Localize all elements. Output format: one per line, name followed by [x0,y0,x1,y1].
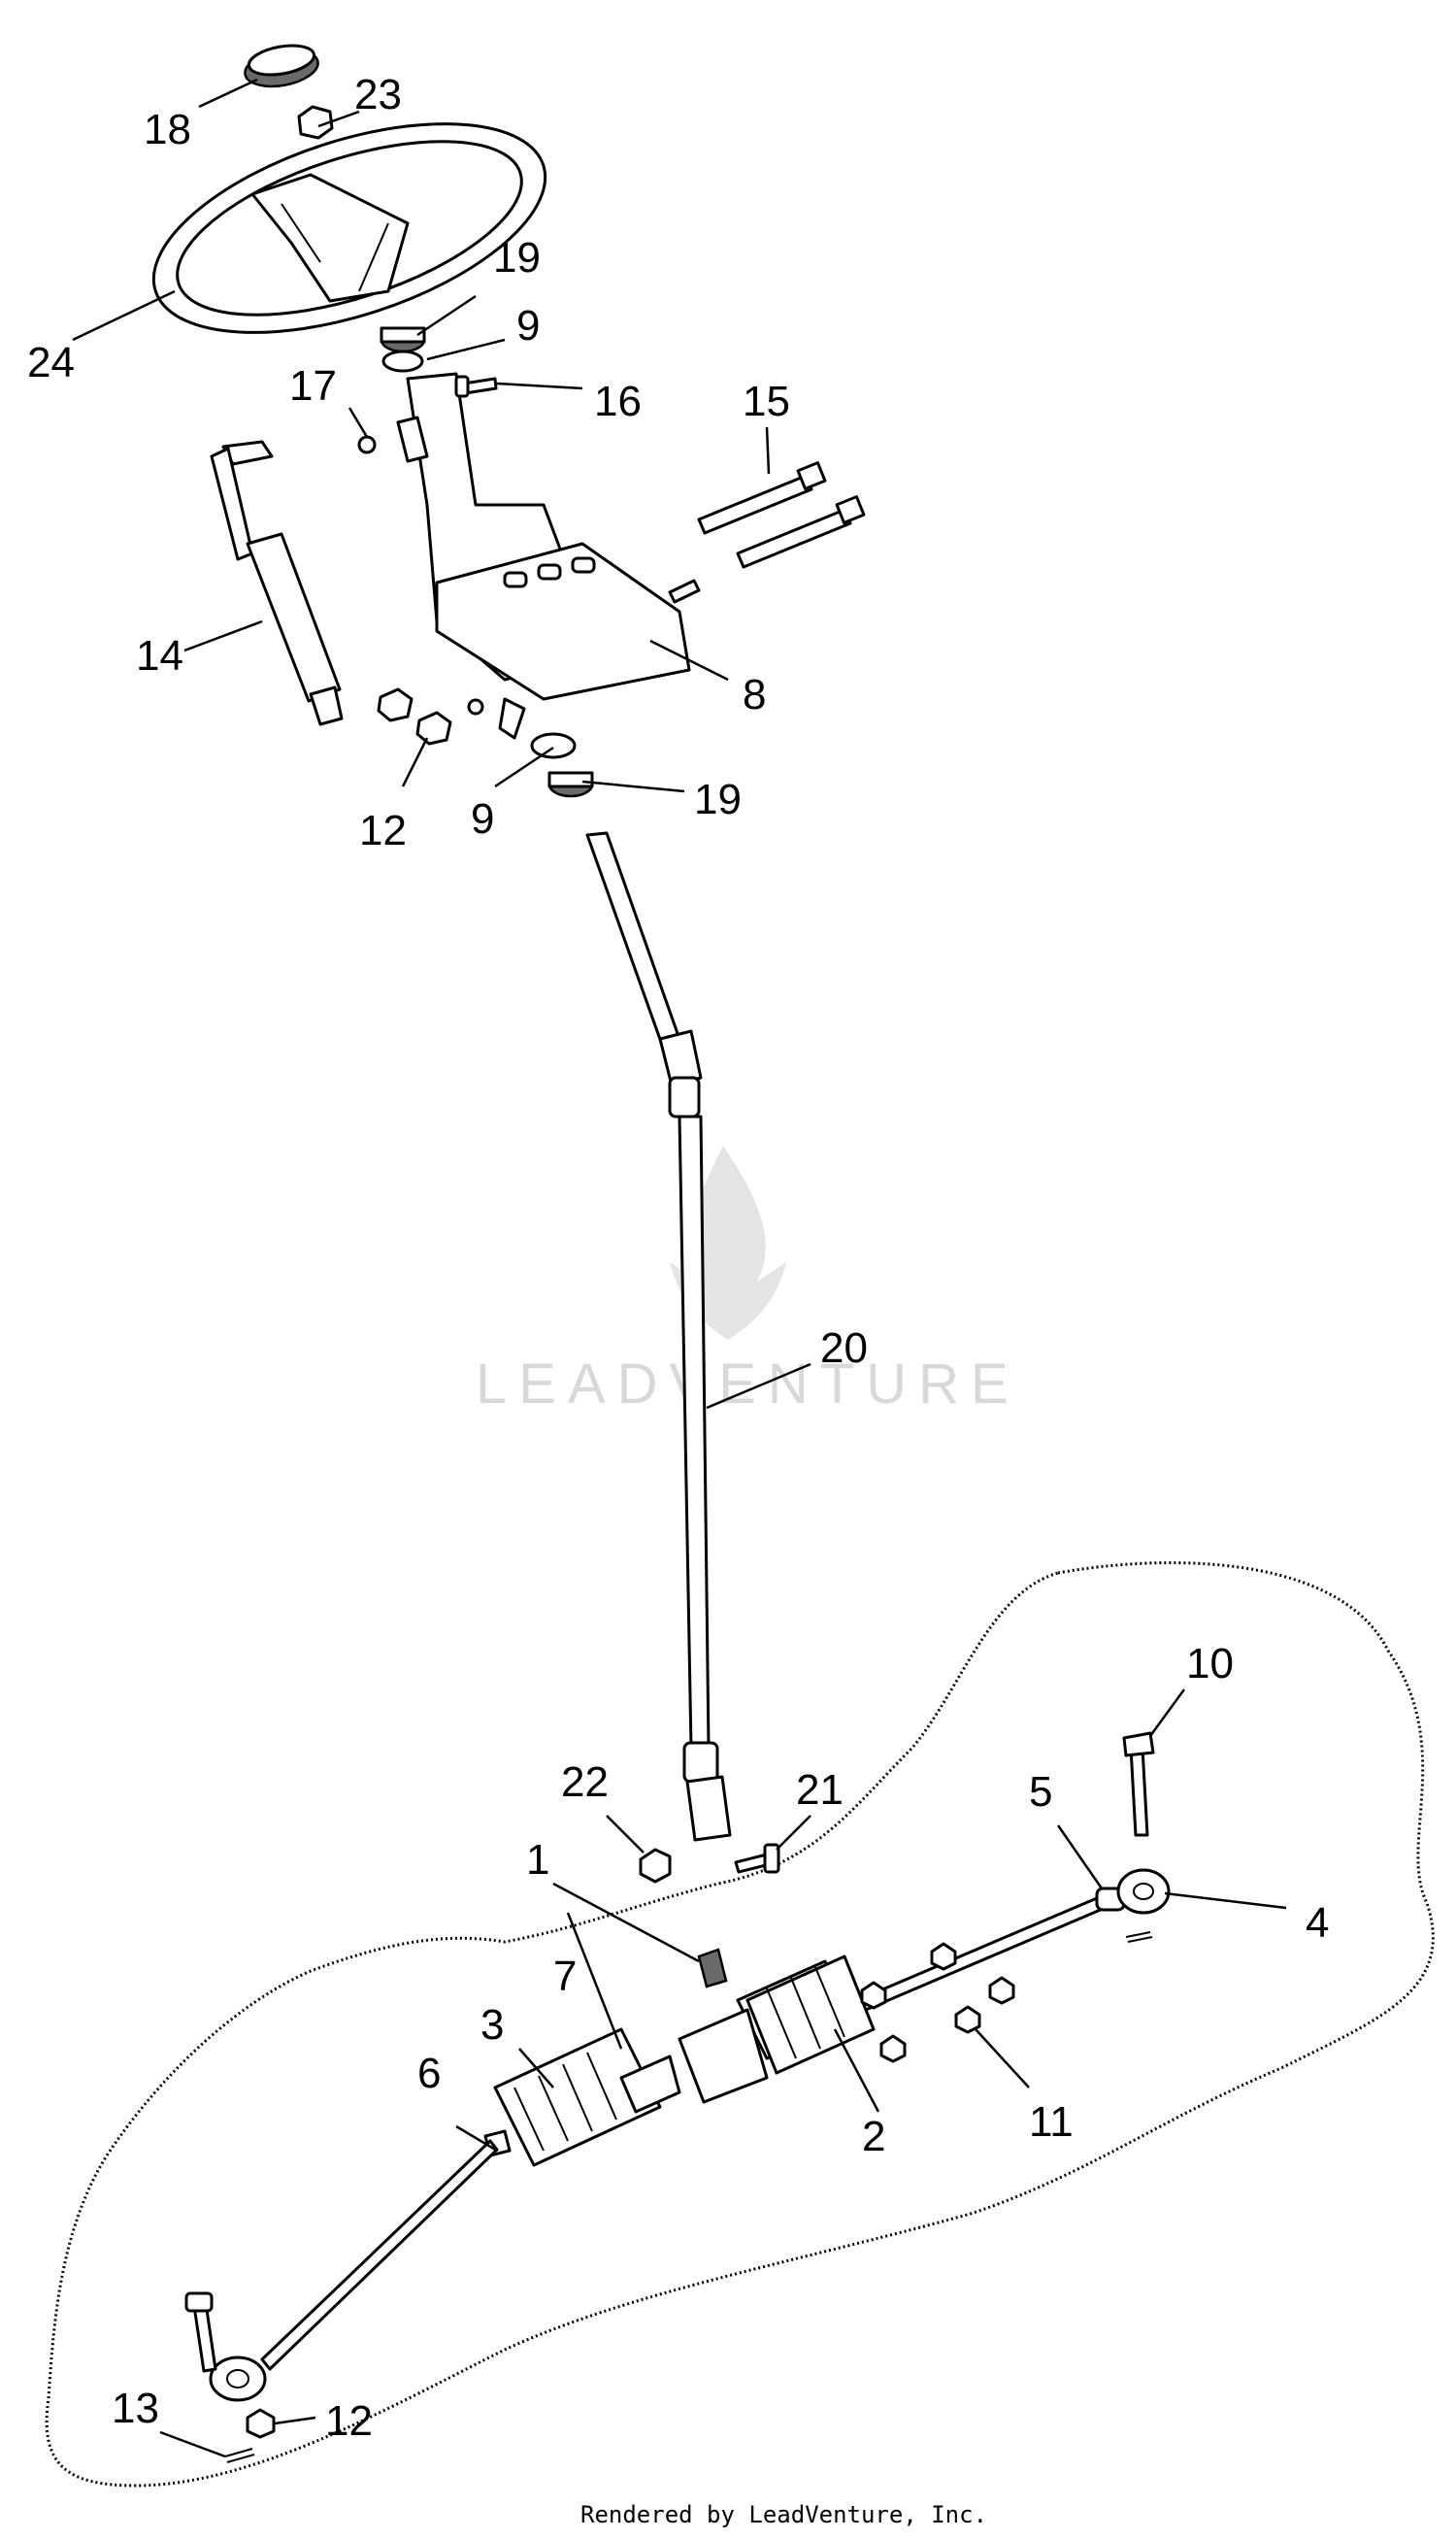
callout-20: 20 [820,1324,868,1372]
gas-spring [210,440,344,726]
callout-17: 17 [289,362,337,410]
callout-labels: 18 23 24 19 9 17 16 15 8 14 12 9 19 20 2… [27,71,1329,2445]
pivot-bolt [1122,1731,1155,1837]
bushing-top [380,326,426,373]
watermark-text: LEADVENTURE [476,1353,1020,1416]
callout-21: 21 [796,1766,844,1814]
steering-wheel [151,122,547,334]
shaft-bolt [734,1843,780,1874]
callout-2: 2 [862,2113,885,2160]
small-nut [357,435,377,454]
right-tie-rod-end [1095,1868,1171,1915]
callout-6: 6 [417,2050,441,2097]
callout-18: 18 [144,106,191,153]
callout-4: 4 [1306,1899,1329,1947]
callout-19-top: 19 [493,234,541,282]
callout-14: 14 [136,632,183,680]
footer-credit: Rendered by LeadVenture, Inc. [580,2501,987,2528]
callout-8: 8 [743,671,766,718]
callout-1: 1 [526,1836,549,1884]
callout-12-bottom: 12 [325,2397,373,2445]
callout-9-bottom: 9 [471,795,494,843]
shaft-nut [639,1848,672,1884]
left-bolt [184,2291,217,2373]
callout-19-bottom: 19 [694,776,742,823]
rack-nuts [860,1942,1015,2063]
callout-13: 13 [112,2385,159,2432]
callout-22: 22 [561,1758,609,1806]
column-bracket [396,372,691,740]
callout-9-top: 9 [516,302,540,350]
bushing-bottom [377,687,594,798]
left-tie-rod-end [209,2355,267,2402]
steering-rack [260,1896,1105,2371]
small-bolt [454,375,498,398]
callout-5: 5 [1029,1768,1052,1816]
callout-3: 3 [480,2001,504,2049]
watermark: LEADVENTURE [476,1146,1020,1416]
callout-12-top: 12 [359,807,407,854]
callout-15: 15 [743,378,790,425]
short-bolt [668,579,701,604]
cotter-pins [224,1931,1153,2463]
wheel-nut [297,105,334,140]
callout-10: 10 [1186,1640,1234,1687]
callout-24: 24 [27,339,75,386]
callout-11: 11 [1029,2098,1074,2146]
steering-shaft [585,831,732,1842]
callout-7: 7 [553,1953,577,2000]
callout-23: 23 [354,71,402,118]
steering-wheel-cap [244,44,319,88]
leader-lines [72,78,1287,2458]
callout-16: 16 [594,378,642,425]
long-bolts [697,461,866,569]
